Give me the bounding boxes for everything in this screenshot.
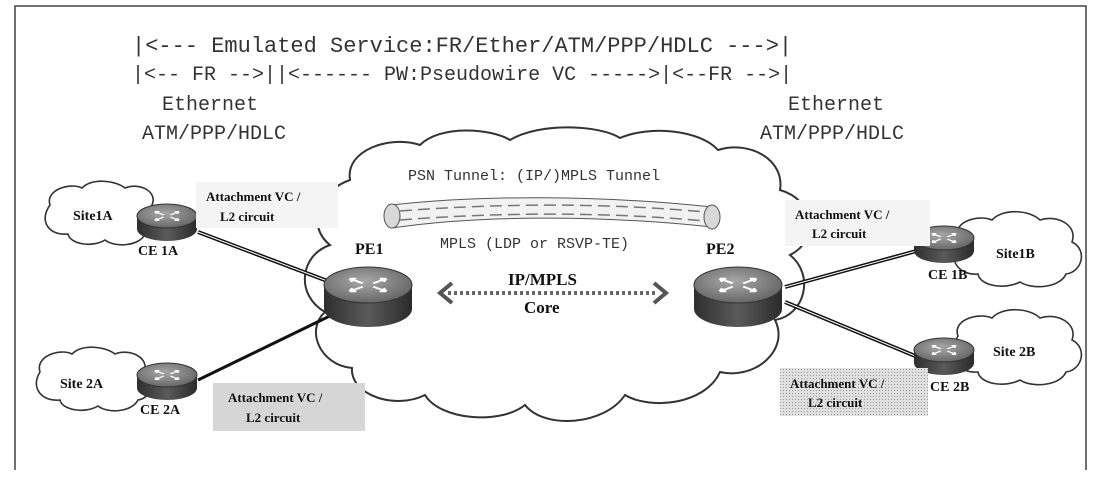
- site1a-label: Site1A: [73, 209, 114, 224]
- router-ce2a-icon: [136, 362, 198, 400]
- router-pe1-icon: [323, 266, 413, 327]
- core-label: Core: [524, 298, 560, 317]
- core-cloud: [303, 126, 811, 422]
- emulated-service-line: |<--- Emulated Service:FR/Ether/ATM/PPP/…: [132, 34, 792, 59]
- links: [197, 230, 921, 382]
- site2a-label: Site 2A: [60, 377, 104, 392]
- site2b-label: Site 2B: [993, 345, 1035, 360]
- attachment-box-top-left: [196, 182, 338, 228]
- pe1-label: PE1: [355, 241, 383, 258]
- left-ethernet-label: Ethernet: [162, 94, 258, 117]
- site2b-cloud: [952, 308, 1083, 386]
- router-pe2-icon: [693, 266, 783, 327]
- attachment-bottom-right-line2: L2 circuit: [808, 395, 863, 410]
- attachment-box-bottom-right: [780, 368, 928, 416]
- left-atm-label: ATM/PPP/HDLC: [142, 123, 286, 146]
- site1b-cloud: [952, 210, 1083, 288]
- attachment-box-bottom-left: [213, 383, 365, 431]
- ce1a-label: CE 1A: [138, 244, 179, 259]
- right-atm-label: ATM/PPP/HDLC: [760, 123, 904, 146]
- attachment-top-right-line1: Attachment VC /: [795, 207, 890, 222]
- attachment-bottom-left-line2: L2 circuit: [246, 410, 301, 425]
- ce1b-label: CE 1B: [928, 268, 967, 283]
- attachment-box-top-right: [785, 200, 930, 246]
- figure-frame: [14, 5, 1087, 470]
- attachment-top-right-line2: L2 circuit: [812, 226, 867, 241]
- ipmpls-double-arrow: [436, 281, 670, 305]
- pe2-label: PE2: [706, 241, 734, 258]
- ipmpls-label: IP/MPLS: [508, 270, 577, 289]
- attachment-bottom-left-line1: Attachment VC /: [228, 390, 323, 405]
- right-ethernet-label: Ethernet: [788, 94, 884, 117]
- router-ce2b-icon: [913, 337, 975, 375]
- attachment-top-left-line1: Attachment VC /: [206, 189, 301, 204]
- attachment-top-left-line2: L2 circuit: [220, 209, 275, 224]
- psn-tunnel: [383, 197, 721, 230]
- router-ce1a-icon: [136, 203, 198, 241]
- psn-tunnel-label: PSN Tunnel: (IP/)MPLS Tunnel: [408, 168, 660, 185]
- site1b-label: Site1B: [996, 247, 1035, 262]
- ce2a-label: CE 2A: [140, 403, 181, 418]
- attachment-bottom-right-line1: Attachment VC /: [790, 376, 885, 391]
- ce2b-label: CE 2B: [930, 380, 969, 395]
- pseudowire-line: |<-- FR -->||<------ PW:Pseudowire VC --…: [132, 64, 792, 87]
- mpls-label: MPLS (LDP or RSVP-TE): [440, 236, 629, 253]
